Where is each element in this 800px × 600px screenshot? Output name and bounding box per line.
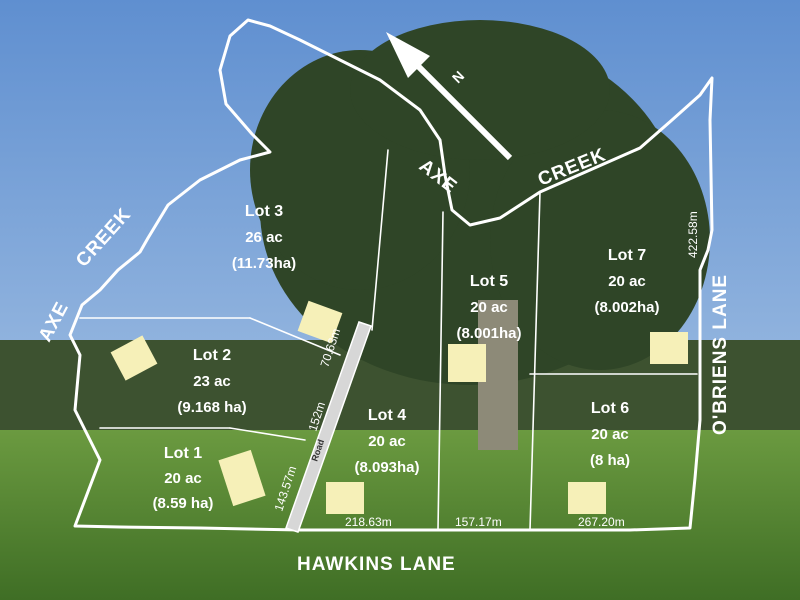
dimension-267-20m: 267.20m bbox=[578, 515, 625, 529]
lot-3-label: Lot 3 26 ac (11.73ha) bbox=[232, 203, 296, 272]
lot-2-acres: 23 ac bbox=[193, 373, 231, 390]
lot-6-acres: 20 ac bbox=[591, 426, 629, 443]
dimension-422-58m: 422.58m bbox=[686, 211, 700, 258]
lot-1-label: Lot 1 20 ac (8.59 ha) bbox=[153, 445, 214, 512]
lot-6-hectares: (8 ha) bbox=[590, 452, 630, 469]
house-marker-lot7 bbox=[650, 332, 688, 364]
hawkins-lane-label: HAWKINS LANE bbox=[297, 554, 456, 575]
house-markers bbox=[110, 300, 688, 514]
lot-6-label: Lot 6 20 ac (8 ha) bbox=[590, 400, 630, 469]
house-marker-lot3 bbox=[297, 300, 343, 344]
lot-3-acres: 26 ac bbox=[245, 229, 283, 246]
lot-2-label: Lot 2 23 ac (9.168 ha) bbox=[177, 347, 246, 416]
dimension-218-63m: 218.63m bbox=[345, 515, 392, 529]
lot-4-name: Lot 4 bbox=[368, 407, 406, 424]
lot-4-label: Lot 4 20 ac (8.093ha) bbox=[354, 407, 419, 476]
lot-3-hectares: (11.73ha) bbox=[232, 255, 296, 272]
lot-2-hectares: (9.168 ha) bbox=[177, 399, 246, 416]
lot-2-name: Lot 2 bbox=[193, 347, 231, 364]
internal-road: Road bbox=[285, 321, 372, 533]
house-marker-lot5 bbox=[448, 344, 486, 382]
lot-7-acres: 20 ac bbox=[608, 273, 646, 290]
lot-labels: Lot 1 20 ac (8.59 ha) Lot 2 23 ac (9.168… bbox=[153, 203, 660, 512]
lot-1-acres: 20 ac bbox=[164, 470, 202, 487]
lot-5-acres: 20 ac bbox=[470, 299, 508, 316]
lot-7-label: Lot 7 20 ac (8.002ha) bbox=[594, 247, 659, 316]
lot-5-name: Lot 5 bbox=[470, 273, 508, 290]
lot-5-hectares: (8.001ha) bbox=[456, 325, 521, 342]
obriens-lane-label: O'BRIENS LANE bbox=[710, 274, 731, 435]
house-marker-lot6 bbox=[568, 482, 606, 514]
lot-7-name: Lot 7 bbox=[608, 247, 646, 264]
lot-6-name: Lot 6 bbox=[591, 400, 629, 417]
field-background bbox=[0, 430, 800, 600]
house-marker-lot4 bbox=[326, 482, 364, 514]
tree-canopy bbox=[250, 20, 710, 385]
property-boundaries bbox=[68, 18, 714, 532]
lot-1-hectares: (8.59 ha) bbox=[153, 495, 214, 512]
lot-1-name: Lot 1 bbox=[164, 445, 202, 462]
lot-7-hectares: (8.002ha) bbox=[594, 299, 659, 316]
dimension-157-17m: 157.17m bbox=[455, 515, 502, 529]
lot-4-acres: 20 ac bbox=[368, 433, 406, 450]
lot-4-hectares: (8.093ha) bbox=[354, 459, 419, 476]
house-marker-lot1 bbox=[218, 449, 266, 507]
lot-5-label: Lot 5 20 ac (8.001ha) bbox=[456, 273, 521, 342]
lot-3-name: Lot 3 bbox=[245, 203, 283, 220]
house-marker-lot2 bbox=[110, 335, 158, 381]
